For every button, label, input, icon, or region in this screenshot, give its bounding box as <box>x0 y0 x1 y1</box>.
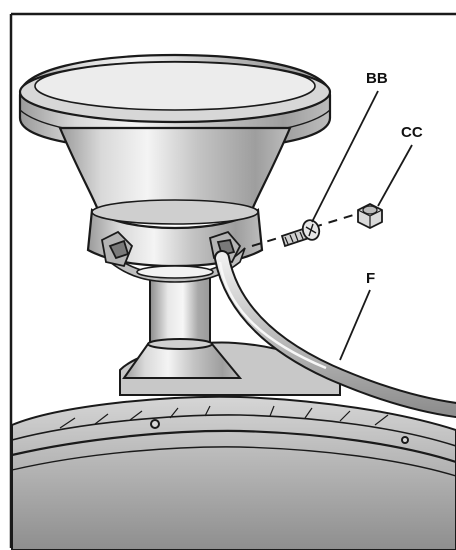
screw-bb <box>280 219 321 248</box>
nut-cc <box>357 202 383 230</box>
downrod <box>122 269 243 379</box>
callout-cc: CC <box>401 124 423 141</box>
leader-cc <box>377 144 413 207</box>
leader-lines <box>311 90 413 361</box>
callout-f: F <box>366 270 375 287</box>
canopy-screw-left <box>100 230 134 268</box>
ceiling-canopy <box>18 53 332 283</box>
leader-f <box>339 289 371 361</box>
leader-bb <box>311 90 379 223</box>
callout-bb: BB <box>366 70 388 87</box>
safety-cable <box>214 250 456 418</box>
